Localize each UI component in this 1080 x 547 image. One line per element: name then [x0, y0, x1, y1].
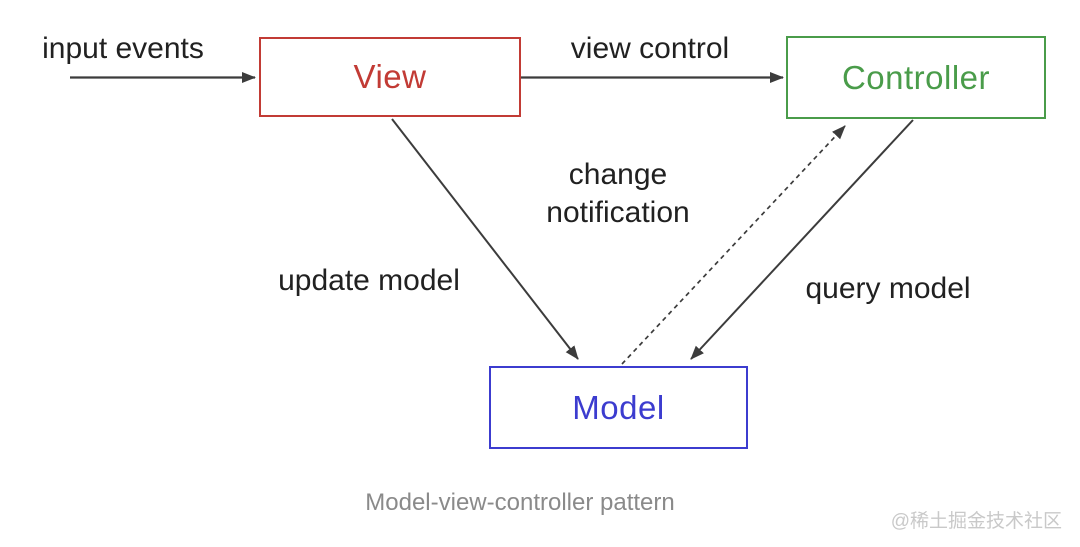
watermark-text: @稀土掘金技术社区: [890, 511, 1062, 532]
node-controller: Controller: [786, 36, 1046, 119]
edge-label-query-model: query model: [805, 272, 971, 305]
diagram-caption: Model-view-controller pattern: [365, 489, 675, 516]
node-controller-label: Controller: [841, 58, 991, 96]
node-model-label: Model: [572, 388, 665, 426]
edge-label-change-notification: change notification: [546, 158, 690, 229]
edge-label-update-model: update model: [278, 264, 460, 297]
arrow-change-notification: [621, 125, 846, 365]
edge-label-input-events: input events: [42, 32, 204, 65]
arrow-query-model: [690, 119, 914, 360]
node-model: Model: [489, 366, 748, 449]
node-view: View: [259, 37, 521, 117]
arrow-update-model: [391, 118, 579, 360]
edge-label-view-control: view control: [570, 32, 730, 65]
node-view-label: View: [353, 58, 427, 95]
